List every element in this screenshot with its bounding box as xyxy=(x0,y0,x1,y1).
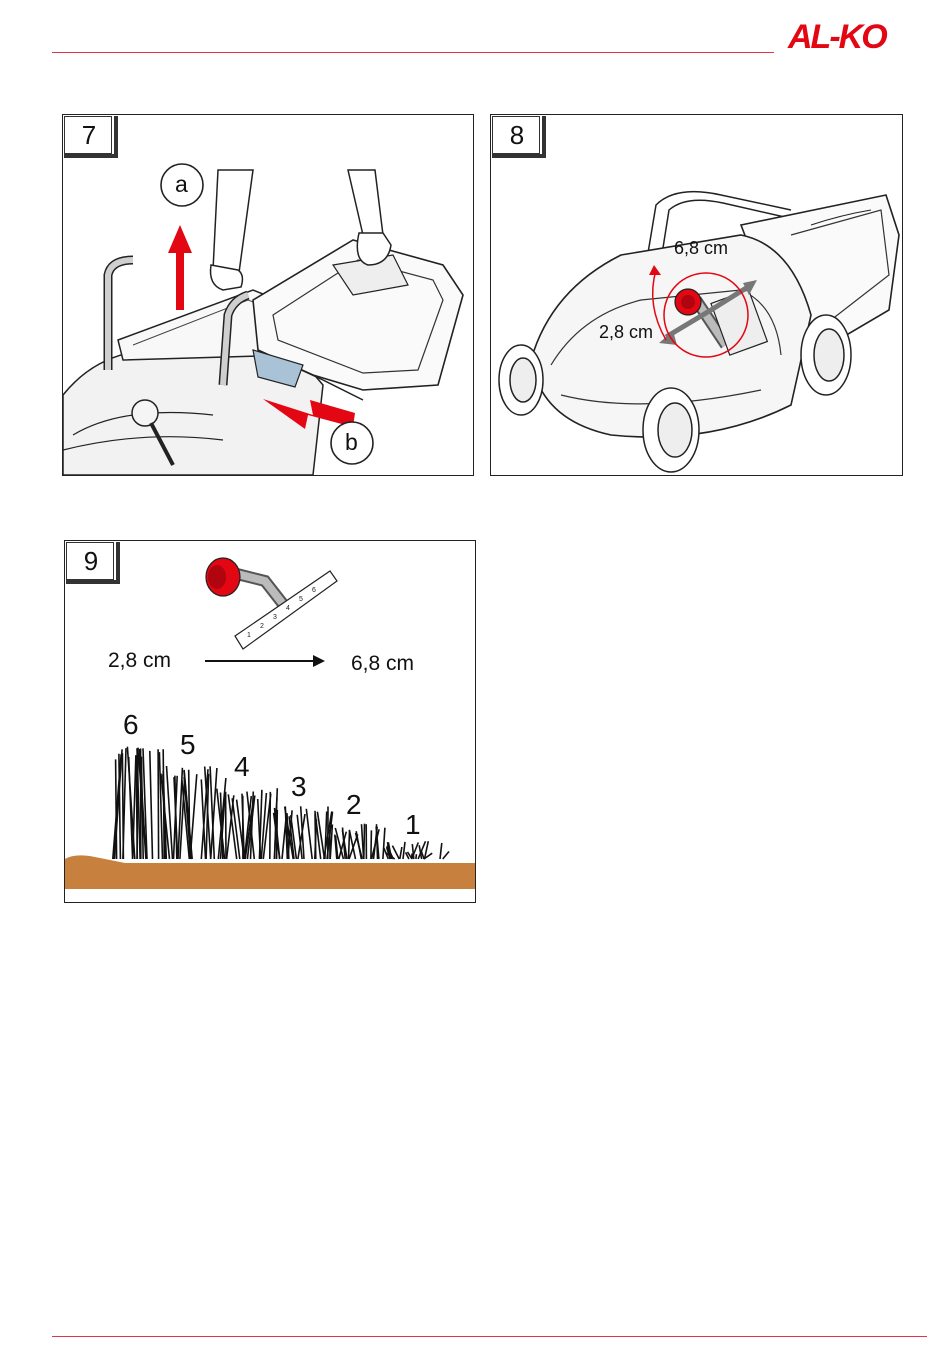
header-rule xyxy=(52,52,774,53)
figure-8-height-min: 2,8 cm xyxy=(599,322,653,343)
footer-rule xyxy=(52,1336,927,1337)
grass-blade xyxy=(158,749,159,859)
grass-blade xyxy=(349,831,350,859)
grass-blade xyxy=(383,828,385,859)
scale-mark: 3 xyxy=(273,614,277,621)
grass-level-5: 5 xyxy=(180,729,196,761)
grass-level-2: 2 xyxy=(346,789,362,821)
grass-level-4: 4 xyxy=(234,751,250,783)
figure-9-height-min: 2,8 cm xyxy=(108,649,171,673)
scale-mark: 4 xyxy=(286,605,290,612)
grass-blade xyxy=(416,854,417,859)
figure-9: 1 2 3 4 5 6 9 2,8 cm 6,8 cm 6 5 4 3 2 1 xyxy=(64,540,476,903)
grass-blade xyxy=(136,758,137,859)
figure-8-number-badge: 8 xyxy=(492,116,546,158)
figure-7-illustration xyxy=(63,115,473,475)
grass-blade xyxy=(282,818,286,859)
callout-b-label: b xyxy=(345,429,358,456)
grass-blade xyxy=(371,830,372,859)
figure-7-number: 7 xyxy=(82,120,96,150)
grass-blade xyxy=(150,751,153,859)
figure-9-number-badge: 9 xyxy=(66,542,120,584)
scale-mark: 5 xyxy=(299,596,303,603)
grass-blade xyxy=(400,847,402,859)
figure-8: 8 6,8 cm 2,8 cm xyxy=(490,114,903,476)
grass-blade xyxy=(440,843,442,859)
grass-level-6: 6 xyxy=(123,709,139,741)
figure-8-illustration xyxy=(491,115,902,475)
scale-mark: 2 xyxy=(260,623,264,630)
callout-a-label: a xyxy=(175,171,188,198)
brand-logo: AL-KO xyxy=(788,18,886,57)
grass-blade xyxy=(443,852,449,860)
grass-blade xyxy=(392,846,399,859)
figure-8-number: 8 xyxy=(510,120,524,150)
grass-level-1: 1 xyxy=(405,809,421,841)
figure-9-number: 9 xyxy=(84,546,98,576)
grass-blade xyxy=(356,831,361,859)
scale-mark: 1 xyxy=(247,632,251,639)
grass-blade xyxy=(306,809,312,859)
grass-blade xyxy=(364,824,365,859)
grass-level-3: 3 xyxy=(291,771,307,803)
grass-blade xyxy=(159,752,162,859)
figure-8-height-max: 6,8 cm xyxy=(674,238,728,259)
figure-7: 7 a b xyxy=(62,114,474,476)
figure-7-number-badge: 7 xyxy=(64,116,118,158)
grass-blade xyxy=(403,842,405,859)
figure-9-height-max: 6,8 cm xyxy=(351,652,414,676)
scale-mark: 6 xyxy=(312,587,316,594)
